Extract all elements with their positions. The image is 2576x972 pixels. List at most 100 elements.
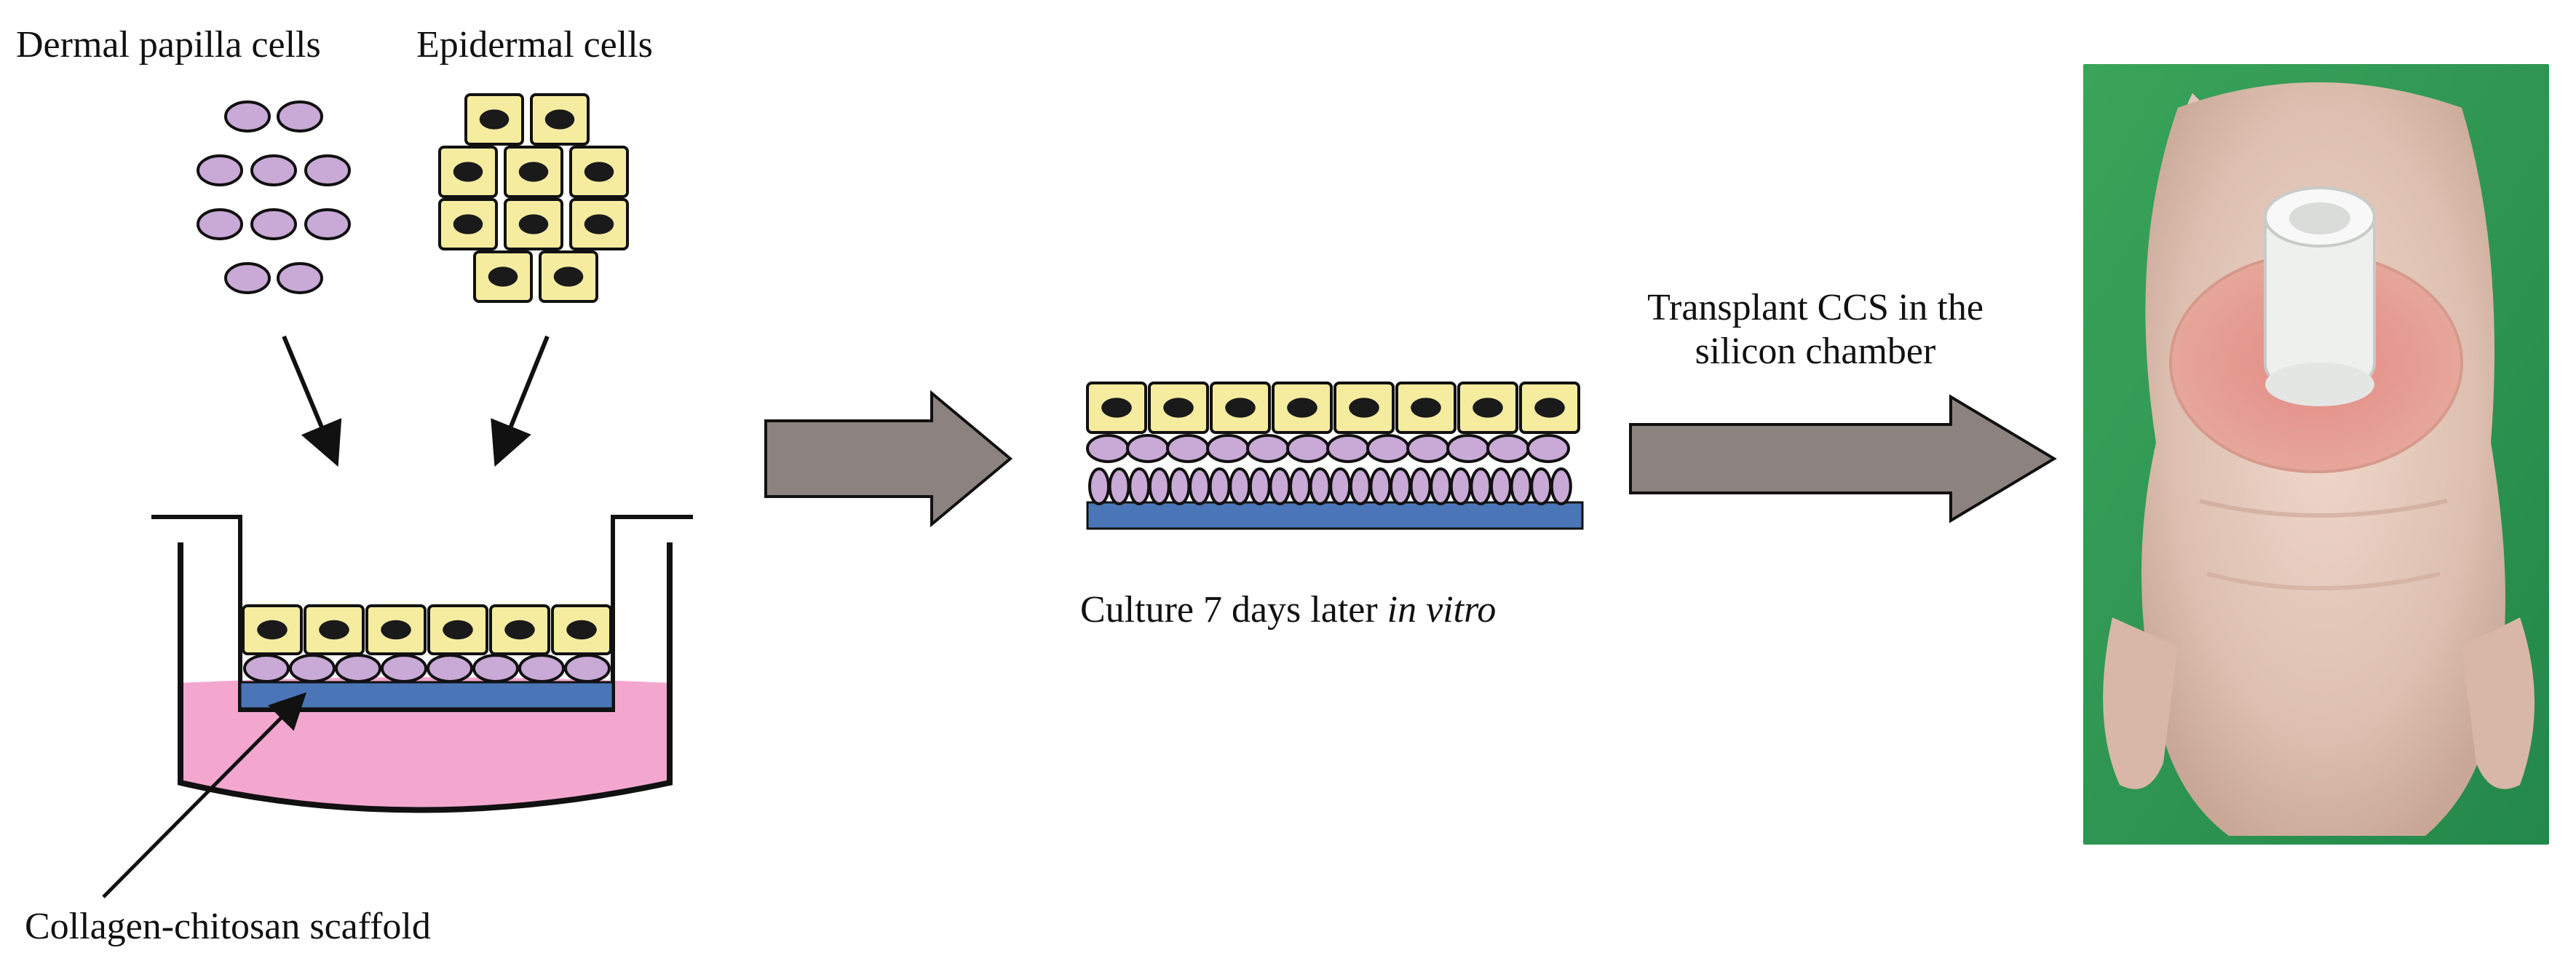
construct-dermal-cell: [1526, 434, 1570, 463]
dermal-papilla-cell: [250, 208, 297, 240]
construct-dermal-cell: [1390, 467, 1411, 505]
construct-dermal-cell: [1366, 434, 1410, 463]
construct-dermal-cell: [1148, 467, 1170, 505]
construct-dermal-cell: [1409, 467, 1432, 505]
construct-epidermal-cell: [1333, 382, 1395, 434]
dish-epidermal-cell: [304, 604, 365, 655]
transplant-label-line2: silicon chamber: [1695, 330, 1936, 372]
construct-epidermal-cell: [1086, 382, 1147, 434]
dermal-papilla-cell: [277, 100, 323, 133]
step-arrow-2: [1629, 394, 2057, 523]
epidermal-cells-label: Epidermal cells: [416, 24, 653, 66]
construct-dermal-cell: [1430, 467, 1452, 505]
scaffold-pointer-arrow: [102, 692, 307, 898]
dermal-papilla-cell: [304, 154, 351, 186]
dish-dermal-cell: [381, 654, 427, 683]
construct-dermal-cell: [1208, 467, 1231, 505]
dish-epidermal-cell: [489, 604, 550, 655]
construct-dermal-cell: [1369, 467, 1392, 505]
construct-dermal-cell: [1248, 467, 1271, 505]
construct-dermal-cell: [1166, 434, 1210, 463]
dermal-papilla-cell: [224, 262, 271, 294]
construct-dermal-cell: [1229, 467, 1251, 505]
construct-dermal-cell: [1510, 467, 1532, 505]
construct-dermal-cell: [1086, 434, 1130, 463]
construct-dermal-upper-row: [1086, 434, 1570, 463]
dermal-papilla-label: Dermal papilla cells: [16, 24, 321, 66]
construct-dermal-cell: [1108, 467, 1130, 505]
dermal-papilla-cell: [277, 262, 323, 294]
dermal-papilla-cell: [224, 100, 271, 133]
construct-dermal-cell: [1286, 434, 1330, 463]
construct-dermal-cell: [1269, 467, 1291, 505]
construct-epidermal-row: [1086, 382, 1580, 434]
construct-epidermal-cell: [1519, 382, 1580, 434]
epidermal-cell: [438, 198, 498, 250]
dermal-papilla-cells-cluster: [197, 100, 351, 294]
construct-dermal-cell: [1486, 434, 1530, 463]
epidermal-cell: [464, 93, 524, 146]
dermal-papilla-cell: [250, 154, 297, 186]
construct-dermal-cell: [1246, 434, 1290, 463]
dish-epidermal-cell: [427, 604, 488, 655]
cultured-construct: [1086, 382, 1584, 530]
construct-dermal-cell: [1446, 434, 1490, 463]
culture-label-italic: in vitro: [1387, 589, 1497, 631]
mouse-photo-art: [2083, 64, 2549, 845]
mouse-photo: [2083, 64, 2549, 845]
construct-dermal-lower-row: [1088, 467, 1572, 505]
construct-dermal-cell: [1206, 434, 1250, 463]
construct-dermal-cell: [1406, 434, 1450, 463]
step-arrow-1: [764, 390, 1013, 528]
construct-dermal-cell: [1329, 467, 1352, 505]
transplant-label: Transplant CCS in the silicon chamber: [1612, 286, 2019, 374]
dish-dermal-cell: [472, 654, 519, 683]
construct-dermal-cell: [1088, 467, 1110, 505]
dish-dermal-cell: [564, 654, 611, 683]
insert-outline: [151, 515, 693, 712]
epidermal-cell: [438, 146, 498, 198]
dish-dermal-cell: [518, 654, 565, 683]
dish-epidermal-cell: [365, 604, 427, 655]
construct-dermal-cell: [1449, 467, 1472, 505]
construct-epidermal-cell: [1457, 382, 1518, 434]
construct-epidermal-cell: [1395, 382, 1457, 434]
construct-dermal-cell: [1326, 434, 1370, 463]
epidermal-cell: [473, 250, 533, 303]
epidermal-cell: [539, 250, 598, 303]
construct-dermal-cell: [1349, 467, 1371, 505]
dermal-papilla-cell: [197, 154, 243, 186]
construct-dermal-cell: [1168, 467, 1191, 505]
construct-dermal-cell: [1289, 467, 1311, 505]
dermal-papilla-cell: [197, 208, 243, 240]
construct-dermal-cell: [1490, 467, 1512, 505]
dish-epidermal-row: [242, 604, 612, 655]
epidermal-cell: [504, 198, 563, 250]
dish-dermal-cell: [289, 654, 336, 683]
dish-epidermal-cell: [242, 604, 303, 655]
culture-label-text: Culture 7 days later: [1080, 589, 1387, 631]
epidermal-cell: [569, 198, 629, 250]
construct-dermal-cell: [1530, 467, 1553, 505]
construct-dermal-cell: [1189, 467, 1210, 505]
dish-dermal-cell: [243, 654, 290, 683]
scaffold-label: Collagen-chitosan scaffold: [25, 906, 431, 947]
epidermal-cells-cluster: [438, 93, 629, 303]
dish-dermal-cell: [427, 654, 473, 683]
construct-dermal-cell: [1470, 467, 1492, 505]
culture-label: Culture 7 days later in vitro: [1080, 588, 1496, 632]
dish-epidermal-cell: [551, 604, 612, 655]
epidermal-cell: [530, 93, 590, 146]
construct-epidermal-cell: [1272, 382, 1333, 434]
transplant-label-line1: Transplant CCS in the: [1647, 287, 1983, 328]
construct-epidermal-cell: [1148, 382, 1209, 434]
epidermal-to-dish-arrow: [491, 335, 550, 467]
dish-wall: [178, 542, 673, 813]
dermal-papilla-cell: [304, 208, 351, 240]
construct-dermal-cell: [1550, 467, 1572, 505]
dish-dermal-cell: [335, 654, 381, 683]
epidermal-cell: [569, 146, 629, 198]
dermal-to-dish-arrow: [282, 335, 342, 467]
